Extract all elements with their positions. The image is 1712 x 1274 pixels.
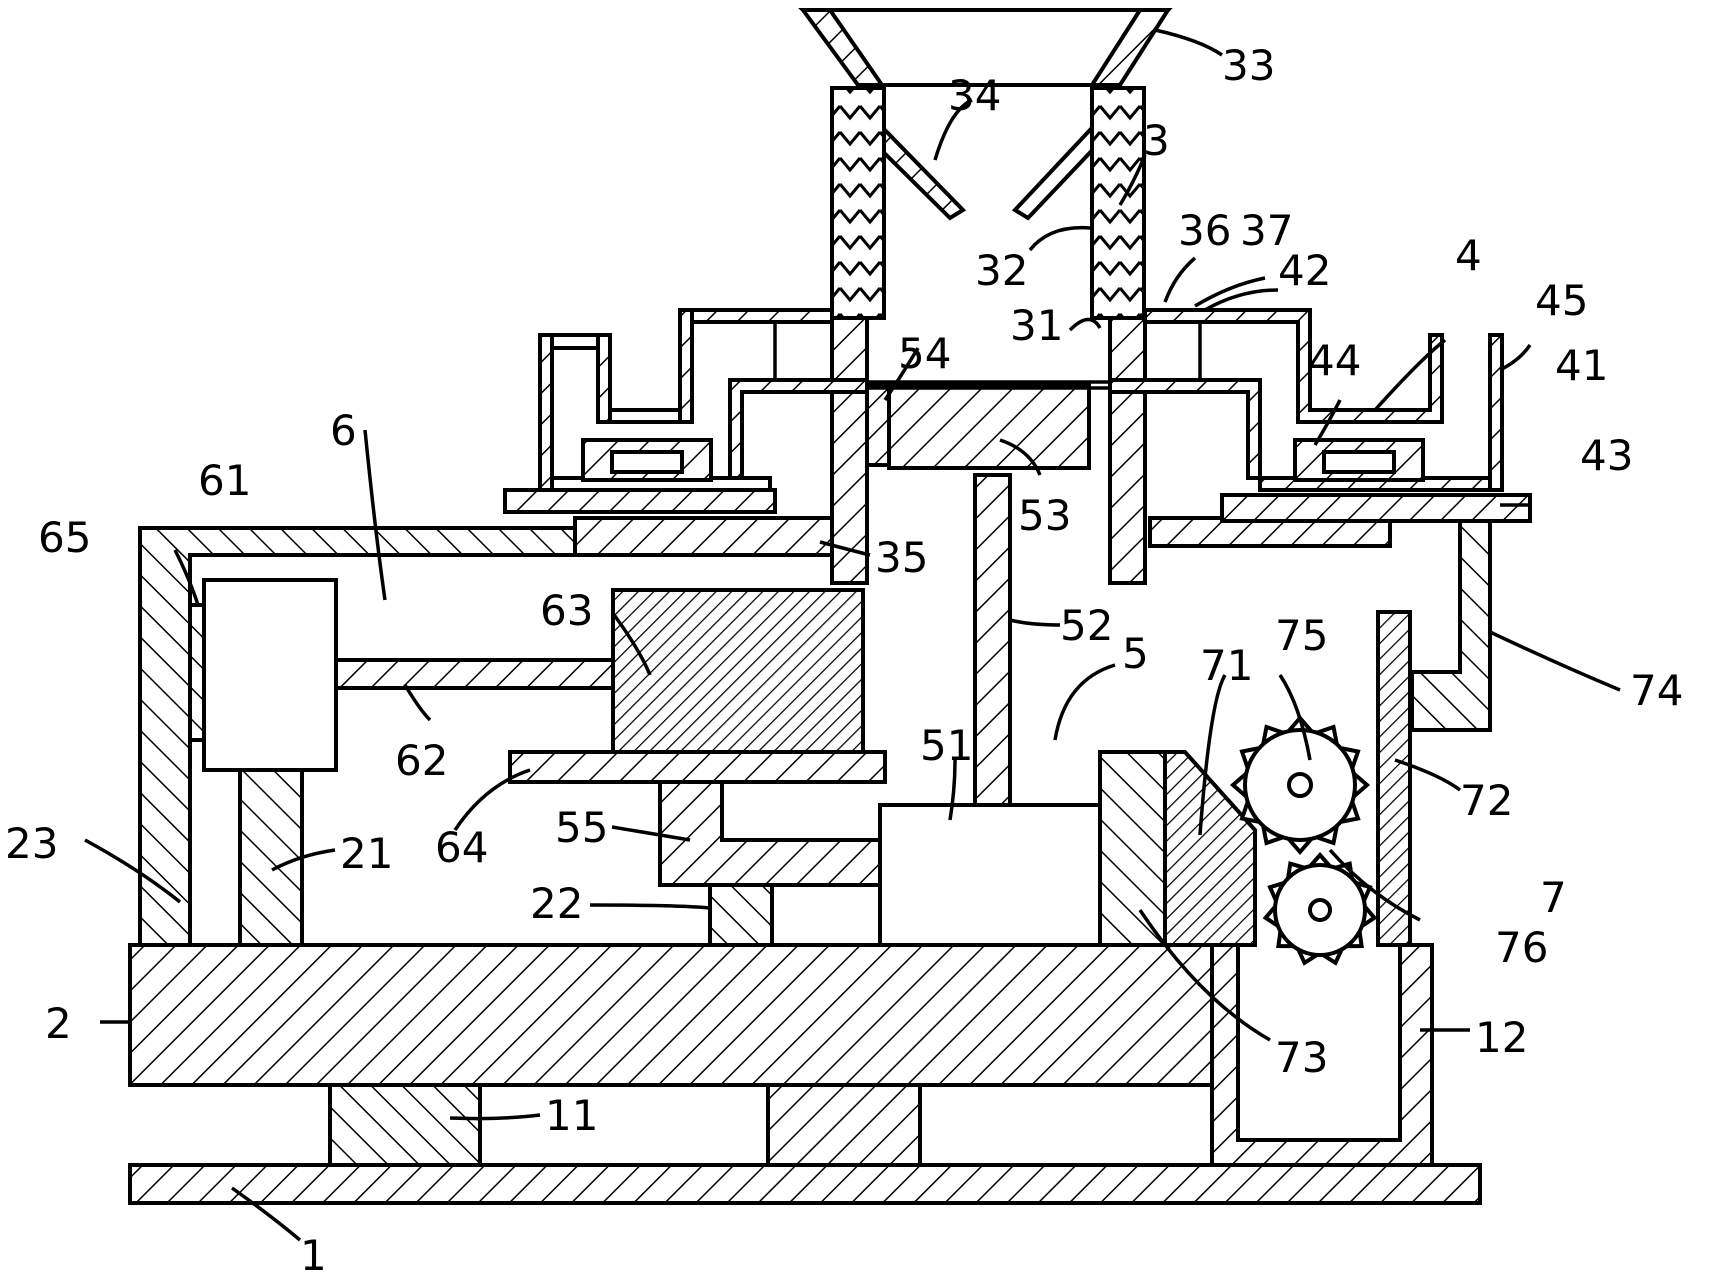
tray-plate-left [503, 488, 777, 514]
rod-52 [973, 473, 1012, 807]
cam-block-63 [611, 588, 865, 757]
support-22 [708, 883, 774, 947]
callout-76: 76 [1495, 923, 1548, 972]
hopper-wall-right-3 [1090, 86, 1146, 320]
scraper-72 [1376, 610, 1412, 947]
callout-21: 21 [340, 829, 393, 878]
callout-11: 11 [545, 1091, 598, 1140]
inner-tube-left [830, 316, 869, 585]
pad-65 [188, 603, 206, 742]
callout-35: 35 [875, 533, 928, 582]
roller-75-axle [1287, 772, 1313, 798]
callout-22: 22 [530, 879, 583, 928]
callout-1: 1 [300, 1231, 327, 1274]
callout-63: 63 [540, 586, 593, 635]
callout-53: 53 [1018, 491, 1071, 540]
ground-plate-1 [128, 1163, 1482, 1205]
callout-64: 64 [435, 823, 488, 872]
callout-62: 62 [395, 736, 448, 785]
stepped-tray-right [1143, 308, 1444, 424]
callout-55: 55 [555, 803, 608, 852]
callout-23: 23 [5, 819, 58, 868]
tray-cup-45-inner [1322, 450, 1396, 474]
plunger-53 [887, 383, 1091, 470]
callout-75: 75 [1275, 611, 1328, 660]
base-slab-2 [128, 943, 1214, 1087]
callout-44: 44 [1308, 336, 1361, 385]
right-wall-74 [1410, 519, 1492, 732]
callout-7: 7 [1540, 873, 1567, 922]
callout-labels: 33 34 3 32 36 37 42 4 45 31 54 44 41 43 … [5, 41, 1683, 1274]
callout-2: 2 [45, 999, 72, 1048]
leader-lines [84, 28, 1621, 1242]
callout-37: 37 [1240, 206, 1293, 255]
column-21 [238, 765, 304, 947]
hopper-wall-left [830, 86, 886, 320]
callout-33: 33 [1222, 41, 1275, 90]
tray-cup-left-inner [610, 450, 684, 474]
wedge-block-73 [1098, 750, 1167, 947]
callout-6: 6 [330, 406, 357, 455]
callout-32: 32 [975, 246, 1028, 295]
callout-74: 74 [1630, 666, 1683, 715]
roller-76-axle [1308, 898, 1332, 922]
callout-4: 4 [1455, 231, 1482, 280]
callout-71: 71 [1200, 641, 1253, 690]
callout-3: 3 [1143, 116, 1170, 165]
callout-52: 52 [1060, 601, 1113, 650]
shaft-62 [334, 658, 615, 690]
motor-61 [202, 578, 338, 772]
callout-34: 34 [948, 71, 1001, 120]
callout-12: 12 [1475, 1013, 1528, 1062]
callout-72: 72 [1460, 776, 1513, 825]
stepped-tray-left-hatch [538, 308, 869, 492]
support-block-11-right [766, 1083, 922, 1167]
callout-36: 36 [1178, 206, 1231, 255]
callout-41: 41 [1555, 341, 1608, 390]
callout-5: 5 [1122, 629, 1149, 678]
top-frame-35 [573, 516, 837, 557]
callout-45: 45 [1535, 276, 1588, 325]
callout-65: 65 [38, 513, 91, 562]
inner-tube-right-31 [1108, 316, 1147, 585]
callout-51: 51 [920, 721, 973, 770]
funnel-33-wall-right [1088, 8, 1172, 87]
support-block-11-left [328, 1083, 482, 1167]
press-block-51 [878, 803, 1102, 947]
shelf-plate-64 [508, 750, 887, 784]
guide-wedge-71 [1163, 750, 1257, 947]
callout-54: 54 [898, 329, 951, 378]
tray-plate-43 [1220, 493, 1532, 523]
callout-42: 42 [1278, 246, 1331, 295]
callout-43: 43 [1580, 431, 1633, 480]
deflector-right [1011, 126, 1103, 221]
callout-61: 61 [198, 456, 251, 505]
funnel-33-wall-left [799, 7, 886, 87]
callout-31: 31 [1010, 301, 1063, 350]
callout-73: 73 [1275, 1033, 1328, 1082]
step-bracket-55 [658, 780, 882, 887]
